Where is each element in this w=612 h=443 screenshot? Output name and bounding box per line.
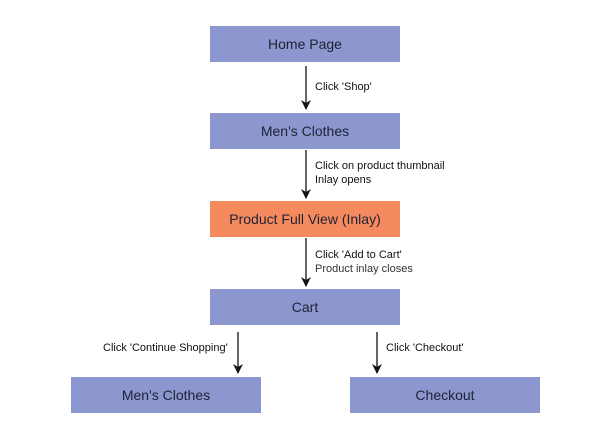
node-checkout: Checkout xyxy=(350,377,540,413)
node-mens-clothes-bottom: Men's Clothes xyxy=(71,377,261,413)
node-product-full-view: Product Full View (Inlay) xyxy=(210,201,400,237)
edge-label-click-shop: Click 'Shop' xyxy=(315,80,372,94)
node-cart: Cart xyxy=(210,289,400,325)
node-product-full-view-label: Product Full View (Inlay) xyxy=(229,211,381,227)
edge-label-product-thumbnail-line2: Inlay opens xyxy=(315,174,372,186)
node-mens-clothes-bottom-label: Men's Clothes xyxy=(121,387,211,403)
edge-label-checkout-line1: Click 'Checkout' xyxy=(386,342,464,354)
edge-label-add-to-cart-line1: Click 'Add to Cart' xyxy=(315,249,402,261)
edge-label-add-to-cart: Click 'Add to Cart' Product inlay closes xyxy=(315,248,413,276)
edge-label-continue-shopping-line1: Click 'Continue Shopping' xyxy=(103,342,228,354)
node-checkout-label: Checkout xyxy=(415,387,475,403)
edge-label-product-thumbnail-line1: Click on product thumbnail xyxy=(315,160,445,172)
node-mens-clothes: Men's Clothes xyxy=(210,113,400,149)
edge-label-checkout: Click 'Checkout' xyxy=(386,341,464,355)
edge-label-add-to-cart-line2: Product inlay closes xyxy=(315,263,413,275)
edge-label-click-shop-line1: Click 'Shop' xyxy=(315,81,372,93)
edge-label-product-thumbnail: Click on product thumbnail Inlay opens xyxy=(315,159,445,187)
node-home-page: Home Page xyxy=(210,26,400,62)
node-home-page-label: Home Page xyxy=(268,36,342,52)
node-mens-clothes-label: Men's Clothes xyxy=(260,123,350,139)
edge-label-continue-shopping: Click 'Continue Shopping' xyxy=(103,341,228,355)
node-cart-label: Cart xyxy=(291,299,319,315)
